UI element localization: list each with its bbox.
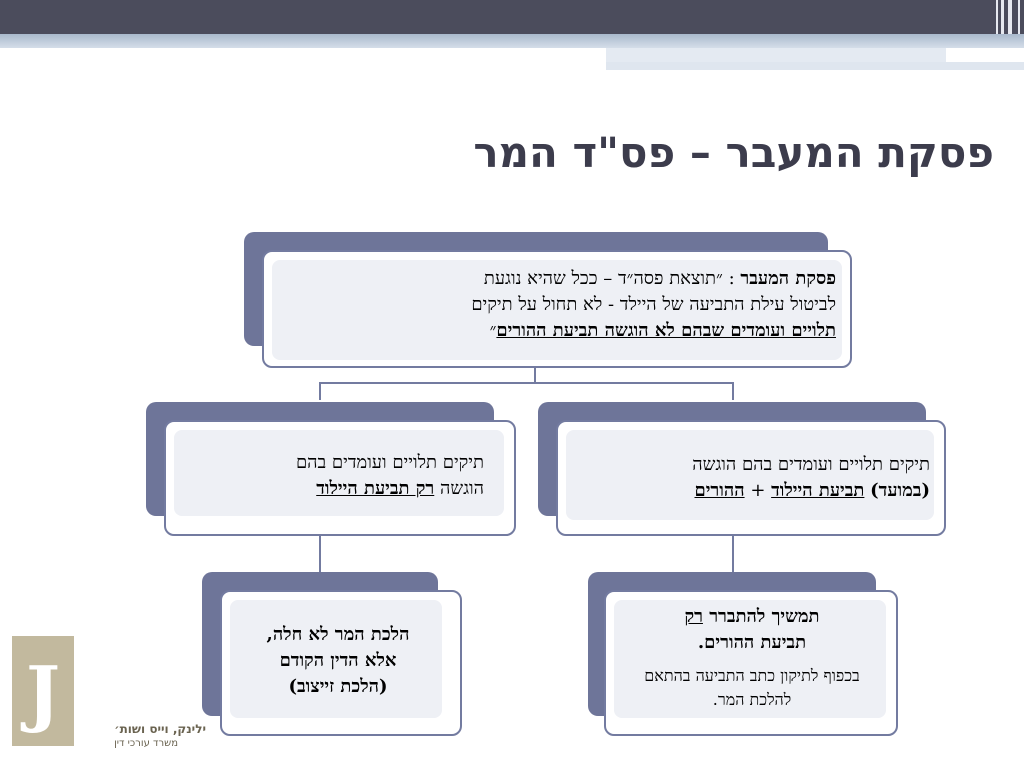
top-box-emph: תלויים ועומדים שבהם לא הוגשה תביעת ההורי…: [496, 320, 836, 341]
bottom-left-inner: [230, 600, 442, 718]
mid-right-close-paren: ): [870, 480, 879, 501]
bottom-right-emph: רק: [684, 606, 703, 627]
mid-left-text: תיקים תלויים ועומדים בהם הוגשה רק תביעת …: [174, 450, 484, 502]
bottom-right-note: בכפוף לתיקון כתב התביעה בהתאם להלכת המר.: [644, 666, 860, 709]
mid-right-parents-claim: ההורים: [694, 480, 745, 501]
bottom-left-line1: הלכת המר לא חלה,: [266, 624, 410, 645]
header-bar: [0, 0, 1024, 34]
header-stripes: [990, 0, 1024, 44]
mid-right-inner: [566, 430, 934, 520]
top-box-text: פסקת המעבר : ״תוצאת פסה״ד – ככל שהיא נוג…: [276, 266, 836, 344]
top-box-term: פסקת המעבר: [740, 268, 836, 289]
header-band-lower: [606, 62, 1024, 70]
connector-right-down: [732, 536, 734, 572]
bottom-right-bold-prefix: תמשיך להתברר: [702, 606, 820, 627]
bottom-right-inner: [614, 600, 886, 718]
firm-name: ילינק, וייס ושות׳: [114, 722, 206, 736]
top-box-close-quote: ״: [489, 320, 497, 341]
mid-right-timely: במועד: [878, 480, 922, 501]
mid-left-inner: [174, 430, 504, 516]
mid-left-box: תיקים תלויים ועומדים בהם הוגשה רק תביעת …: [164, 420, 516, 536]
slide-title: פסקת המעבר – פס"ד המר: [473, 128, 994, 177]
header-accent-line: [0, 34, 1024, 48]
mid-right-text: תיקים תלויים ועומדים בהם הוגשה (במועד) ת…: [564, 452, 930, 504]
top-box-quote-line1: ״תוצאת פסה״ד – ככל שהיא נוגעת: [483, 268, 723, 289]
bottom-right-text: תמשיך להתברר רק תביעת ההורים.: [616, 604, 888, 656]
mid-left-emph: רק תביעת היילוד: [316, 478, 435, 499]
connector-right-drop: [732, 382, 734, 400]
bottom-left-line2: אלא הדין הקודם: [279, 650, 397, 671]
mid-left-line1: תיקים תלויים ועומדים בהם: [295, 452, 484, 473]
mid-right-birth-claim: תביעת היילוד: [771, 480, 865, 501]
mid-left-line2-prefix: הוגשה: [434, 478, 484, 499]
mid-right-plus: +: [744, 480, 772, 501]
bottom-left-line3: (הלכת זייצוב): [288, 676, 388, 697]
bottom-left-box: הלכת המר לא חלה, אלא הדין הקודם (הלכת זי…: [220, 590, 462, 736]
firm-subtitle: משרד עורכי דין: [114, 738, 178, 749]
top-box-colon: :: [722, 268, 741, 289]
connector-top-stem: [534, 366, 536, 384]
bottom-right-bold-line2: תביעת ההורים.: [697, 632, 807, 653]
bottom-left-text: הלכת המר לא חלה, אלא הדין הקודם (הלכת זי…: [232, 622, 444, 700]
bottom-right-box: תמשיך להתברר רק תביעת ההורים. בכפוף לתיק…: [604, 590, 898, 736]
connector-horizontal: [319, 382, 734, 384]
firm-logo: J: [12, 636, 74, 746]
top-box-line2: לביטול עילת התביעה של היילד - לא תחול על…: [471, 294, 836, 315]
logo-letter: J: [25, 650, 61, 735]
top-box-inner: [272, 260, 842, 360]
mid-right-box: תיקים תלויים ועומדים בהם הוגשה (במועד) ת…: [556, 420, 946, 536]
connector-left-drop: [319, 382, 321, 400]
mid-right-line1: תיקים תלויים ועומדים בהם הוגשה: [692, 454, 930, 475]
connector-left-down: [319, 536, 321, 572]
top-box: פסקת המעבר : ״תוצאת פסה״ד – ככל שהיא נוג…: [262, 250, 852, 368]
mid-right-open-paren: (: [921, 480, 930, 501]
